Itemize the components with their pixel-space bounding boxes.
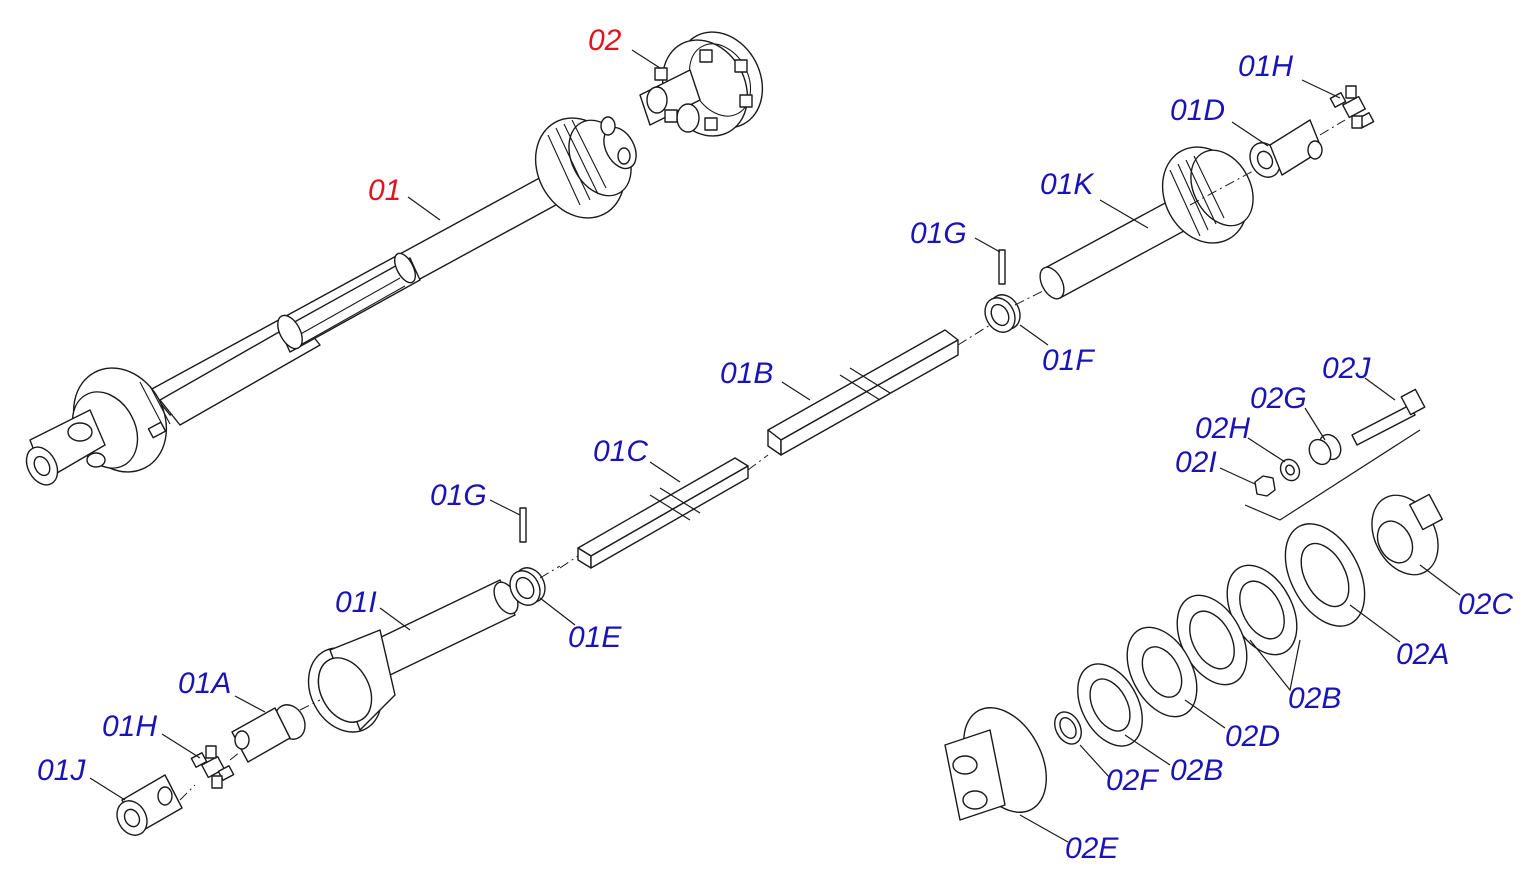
label-02J[interactable]: 02J (1322, 352, 1371, 385)
torque-limiter-assembly (639, 31, 764, 137)
part-labels: 01 02 01H 01D 01K 01G 01F 01B 01C 01G 01… (37, 24, 1513, 865)
label-02D[interactable]: 02D (1225, 720, 1280, 753)
label-02G[interactable]: 02G (1250, 382, 1307, 415)
label-02B-right[interactable]: 02B (1288, 682, 1341, 715)
assembled-pto-shaft (25, 116, 637, 486)
label-01H-bottom[interactable]: 01H (102, 710, 157, 743)
label-01K[interactable]: 01K (1040, 168, 1095, 201)
label-02H[interactable]: 02H (1195, 412, 1250, 445)
label-02B-left[interactable]: 02B (1170, 754, 1223, 787)
label-01[interactable]: 01 (368, 174, 401, 207)
label-02E[interactable]: 02E (1065, 832, 1119, 865)
label-01D[interactable]: 01D (1170, 94, 1225, 127)
label-01J[interactable]: 01J (37, 754, 86, 787)
leader-lines (89, 49, 1461, 843)
label-02I[interactable]: 02I (1175, 446, 1217, 479)
label-02A[interactable]: 02A (1396, 638, 1449, 671)
profile-tubes (559, 119, 1346, 569)
label-01I[interactable]: 01I (335, 586, 377, 619)
label-01G-bottom[interactable]: 01G (430, 479, 487, 512)
label-01C[interactable]: 01C (593, 435, 648, 468)
label-02C[interactable]: 02C (1458, 588, 1513, 621)
label-01E[interactable]: 01E (568, 621, 622, 654)
label-01A[interactable]: 01A (178, 667, 231, 700)
torque-limiter-parts (944, 388, 1443, 821)
lower-shaft-half (116, 507, 561, 836)
label-02[interactable]: 02 (588, 24, 622, 57)
label-01G-top[interactable]: 01G (910, 217, 967, 250)
label-02F[interactable]: 02F (1106, 764, 1159, 797)
upper-shaft-half (984, 85, 1375, 333)
label-01B[interactable]: 01B (720, 357, 773, 390)
label-01H-top[interactable]: 01H (1238, 50, 1293, 83)
label-01F[interactable]: 01F (1042, 344, 1095, 377)
